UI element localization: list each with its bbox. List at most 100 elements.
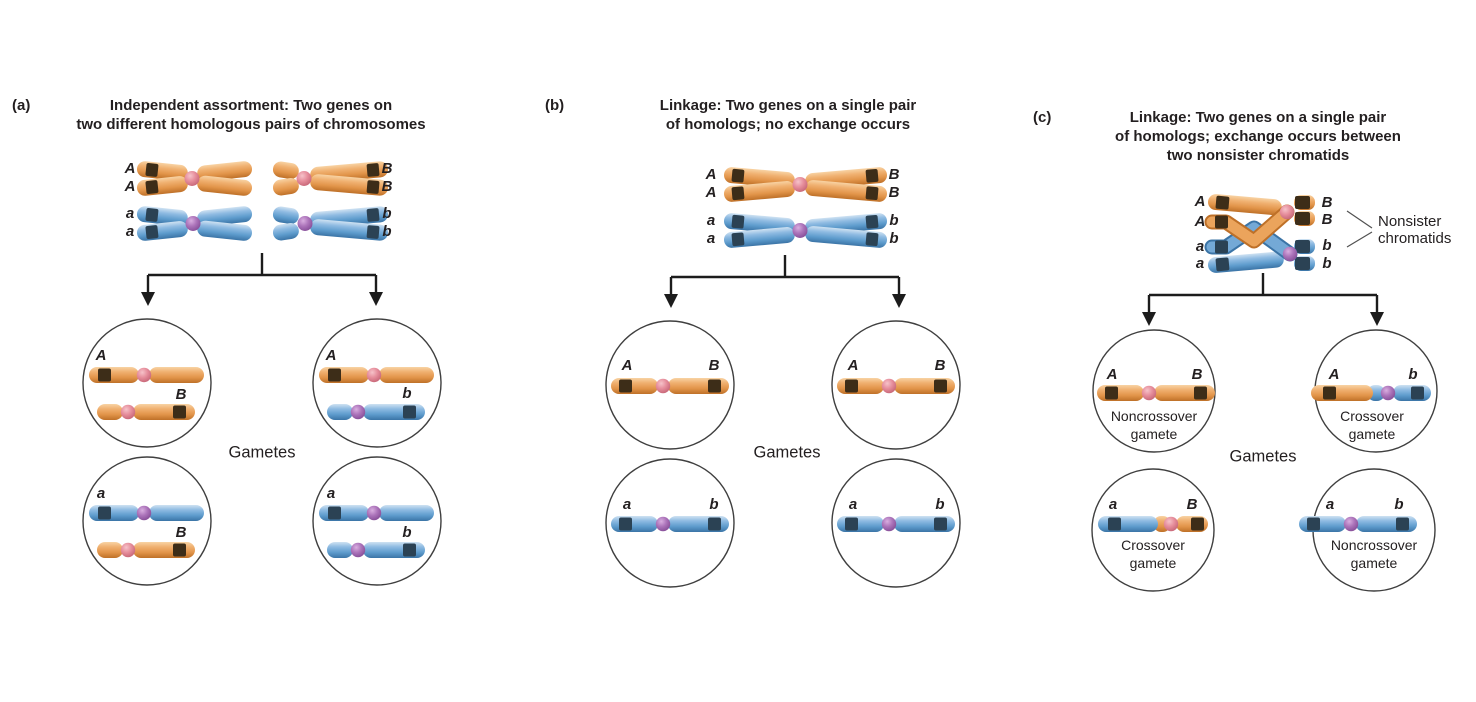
gene-band [1215, 195, 1230, 210]
gene-band [1295, 212, 1310, 225]
gene-band [145, 225, 159, 239]
gene-label: b [382, 205, 392, 222]
panel-a-title-line2: two different homologous pairs of chromo… [76, 116, 426, 133]
gene-label: a [1195, 255, 1205, 272]
gamete-chromosome-b [327, 404, 425, 420]
panel-b-title: Linkage: Two genes on a single pair of h… [660, 96, 916, 134]
duplicated-chromosome-blue-ab [723, 213, 888, 248]
gene-label: b [1322, 237, 1332, 254]
panel-a-tag: (a) [12, 97, 31, 114]
gene-label: b [889, 212, 899, 229]
gene-band [731, 214, 745, 229]
panel-a-title: Independent assortment: Two genes on two… [76, 96, 425, 134]
chromatid-arm [272, 161, 299, 180]
gene-band [1295, 240, 1310, 253]
gene-band [145, 163, 159, 177]
gamete-chromosome-B [97, 404, 195, 420]
gene-band [366, 163, 380, 177]
chromatid-arm [272, 206, 299, 225]
gene-label: a [848, 496, 858, 513]
gene-label: b [402, 524, 412, 541]
panel-b-graphics [605, 167, 961, 588]
gene-label: A [847, 357, 859, 374]
gene-label: b [935, 496, 945, 513]
chromatid-arm [197, 206, 253, 227]
panel-c-graphics [1091, 194, 1438, 592]
chromatid-arm [272, 177, 299, 196]
gamete-chromosome-A [89, 367, 204, 383]
gene-label: B [1321, 194, 1333, 211]
gamete-caption: Crossover [1121, 537, 1185, 553]
chromatid-arm [272, 222, 299, 241]
gene-label: A [124, 178, 136, 195]
gene-label: A [705, 184, 717, 201]
centromere [1282, 246, 1298, 262]
gene-label: A [124, 160, 136, 177]
panel-c-title: Linkage: Two genes on a single pair of h… [1115, 108, 1401, 165]
duplicated-chromosome-orange-B [272, 161, 389, 196]
gene-label: a [96, 485, 106, 502]
gametes-word: Gametes [1229, 447, 1297, 466]
gamete-chromosome-a [89, 505, 204, 521]
gene-band [731, 168, 745, 183]
duplicated-chromosome-blue-a [136, 206, 253, 241]
gene-label: B [381, 178, 393, 195]
gamete-caption: Noncrossover [1110, 408, 1198, 424]
gamete-caption: gamete [1130, 426, 1178, 442]
gene-band [366, 180, 380, 194]
gene-label: a [326, 485, 336, 502]
gene-label: b [1408, 366, 1418, 383]
gametes-word: Gametes [753, 443, 821, 462]
panel-b-tag: (b) [545, 97, 565, 114]
centromere [297, 216, 313, 231]
gene-label: A [621, 357, 633, 374]
centromere [184, 171, 200, 186]
gene-label: a [1108, 496, 1118, 513]
gene-label: B [1321, 211, 1333, 228]
gene-band [865, 214, 879, 229]
gene-band [1295, 196, 1310, 209]
panel-b-title-line2: of homologs; no exchange occurs [665, 116, 911, 133]
gene-label: a [125, 223, 135, 240]
panel-a-graphics [82, 161, 442, 586]
gene-label: A [95, 347, 107, 364]
gene-label: B [381, 160, 393, 177]
gene-label: a [1325, 496, 1335, 513]
gene-label: A [1194, 213, 1206, 230]
gene-band [1215, 215, 1228, 229]
panel-a-title-line1: Independent assortment: Two genes on [109, 97, 393, 114]
panel-c-title-line2: of homologs; exchange occurs between [1115, 128, 1401, 145]
duplicated-chromosome-blue-b [272, 206, 389, 241]
centromere [792, 223, 808, 238]
chromatid-arm [197, 175, 253, 196]
panel-c-tag: (c) [1033, 109, 1052, 126]
gene-band [731, 186, 745, 201]
gene-band [1215, 240, 1228, 254]
gene-label: b [889, 230, 899, 247]
duplicated-chromosome-orange-A [136, 161, 253, 196]
centromere [185, 216, 201, 231]
nonsister-pointer-lines [1346, 210, 1373, 248]
bivalent-with-chiasma [1204, 194, 1315, 273]
gene-label: A [1194, 193, 1206, 210]
gamete-chromosome-A [319, 367, 434, 383]
gene-label: b [402, 385, 412, 402]
chromatid-arm [197, 220, 253, 241]
gene-band [731, 232, 745, 247]
nonsister-annotation: Nonsister chromatids [1378, 213, 1451, 247]
centromere [792, 177, 808, 192]
gene-label: b [709, 496, 719, 513]
gene-label: a [125, 205, 135, 222]
centromere [296, 171, 312, 186]
gene-band [1215, 257, 1230, 272]
gene-label: a [1195, 238, 1205, 255]
panel-b-title-line1: Linkage: Two genes on a single pair [659, 97, 917, 114]
gene-band [145, 208, 159, 222]
gene-label: B [1191, 366, 1203, 383]
gene-label: a [706, 230, 716, 247]
gene-band [145, 180, 159, 194]
gene-label: B [175, 524, 187, 541]
